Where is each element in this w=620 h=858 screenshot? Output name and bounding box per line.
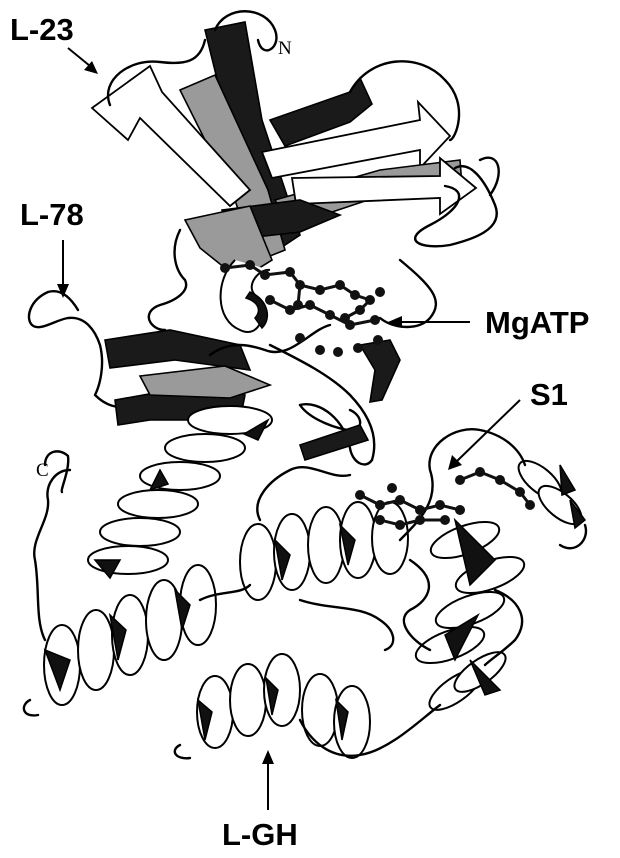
alpha-helix (197, 654, 370, 758)
label-l78: L-78 (20, 197, 84, 232)
label-lgh: L-GH (222, 817, 298, 852)
beta-strand (105, 330, 250, 370)
loop (175, 745, 190, 758)
arrow-lgh (262, 750, 274, 810)
loop (149, 230, 186, 330)
label-mgatp: MgATP (485, 305, 589, 340)
alpha-helix (44, 565, 216, 705)
beta-strand (300, 425, 368, 460)
loop (404, 560, 430, 650)
arrow-l78 (57, 240, 69, 298)
loop (560, 525, 586, 548)
substrate-ligand (355, 467, 535, 530)
loop (380, 260, 436, 327)
arrow-s1 (448, 400, 520, 470)
loop (24, 700, 38, 715)
loop (480, 158, 499, 195)
loop (34, 470, 70, 640)
arrow-l23 (68, 48, 98, 74)
label-s1: S1 (530, 377, 568, 412)
label-l23: L-23 (10, 12, 74, 47)
loop (300, 405, 360, 430)
label-c-terminus: C (36, 460, 49, 481)
loop (300, 600, 393, 650)
beta-strand (360, 340, 400, 402)
label-n-terminus: N (278, 38, 292, 59)
c-lobe (24, 406, 588, 758)
